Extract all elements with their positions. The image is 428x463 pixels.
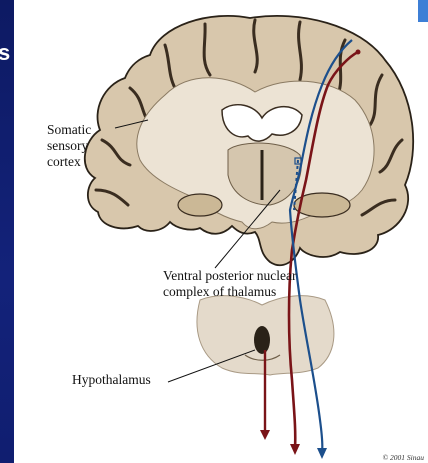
cortex-terminal [356, 50, 361, 55]
copyright-notice: © 2001 Sinau [382, 453, 424, 462]
ventral-posterior-label: Ventral posterior nuclear complex of tha… [163, 268, 363, 300]
blue-pathway-arrowhead [317, 448, 327, 459]
cortex-label: Somatic sensory cortex [47, 122, 117, 170]
hypothalamus-label: Hypothalamus [72, 372, 151, 388]
temporal-lobe-detail-left [178, 194, 222, 216]
red-pathway-arrowhead [290, 444, 300, 455]
hypothalamus-marker [254, 326, 270, 354]
hypothalamus-arrowhead [260, 430, 270, 440]
